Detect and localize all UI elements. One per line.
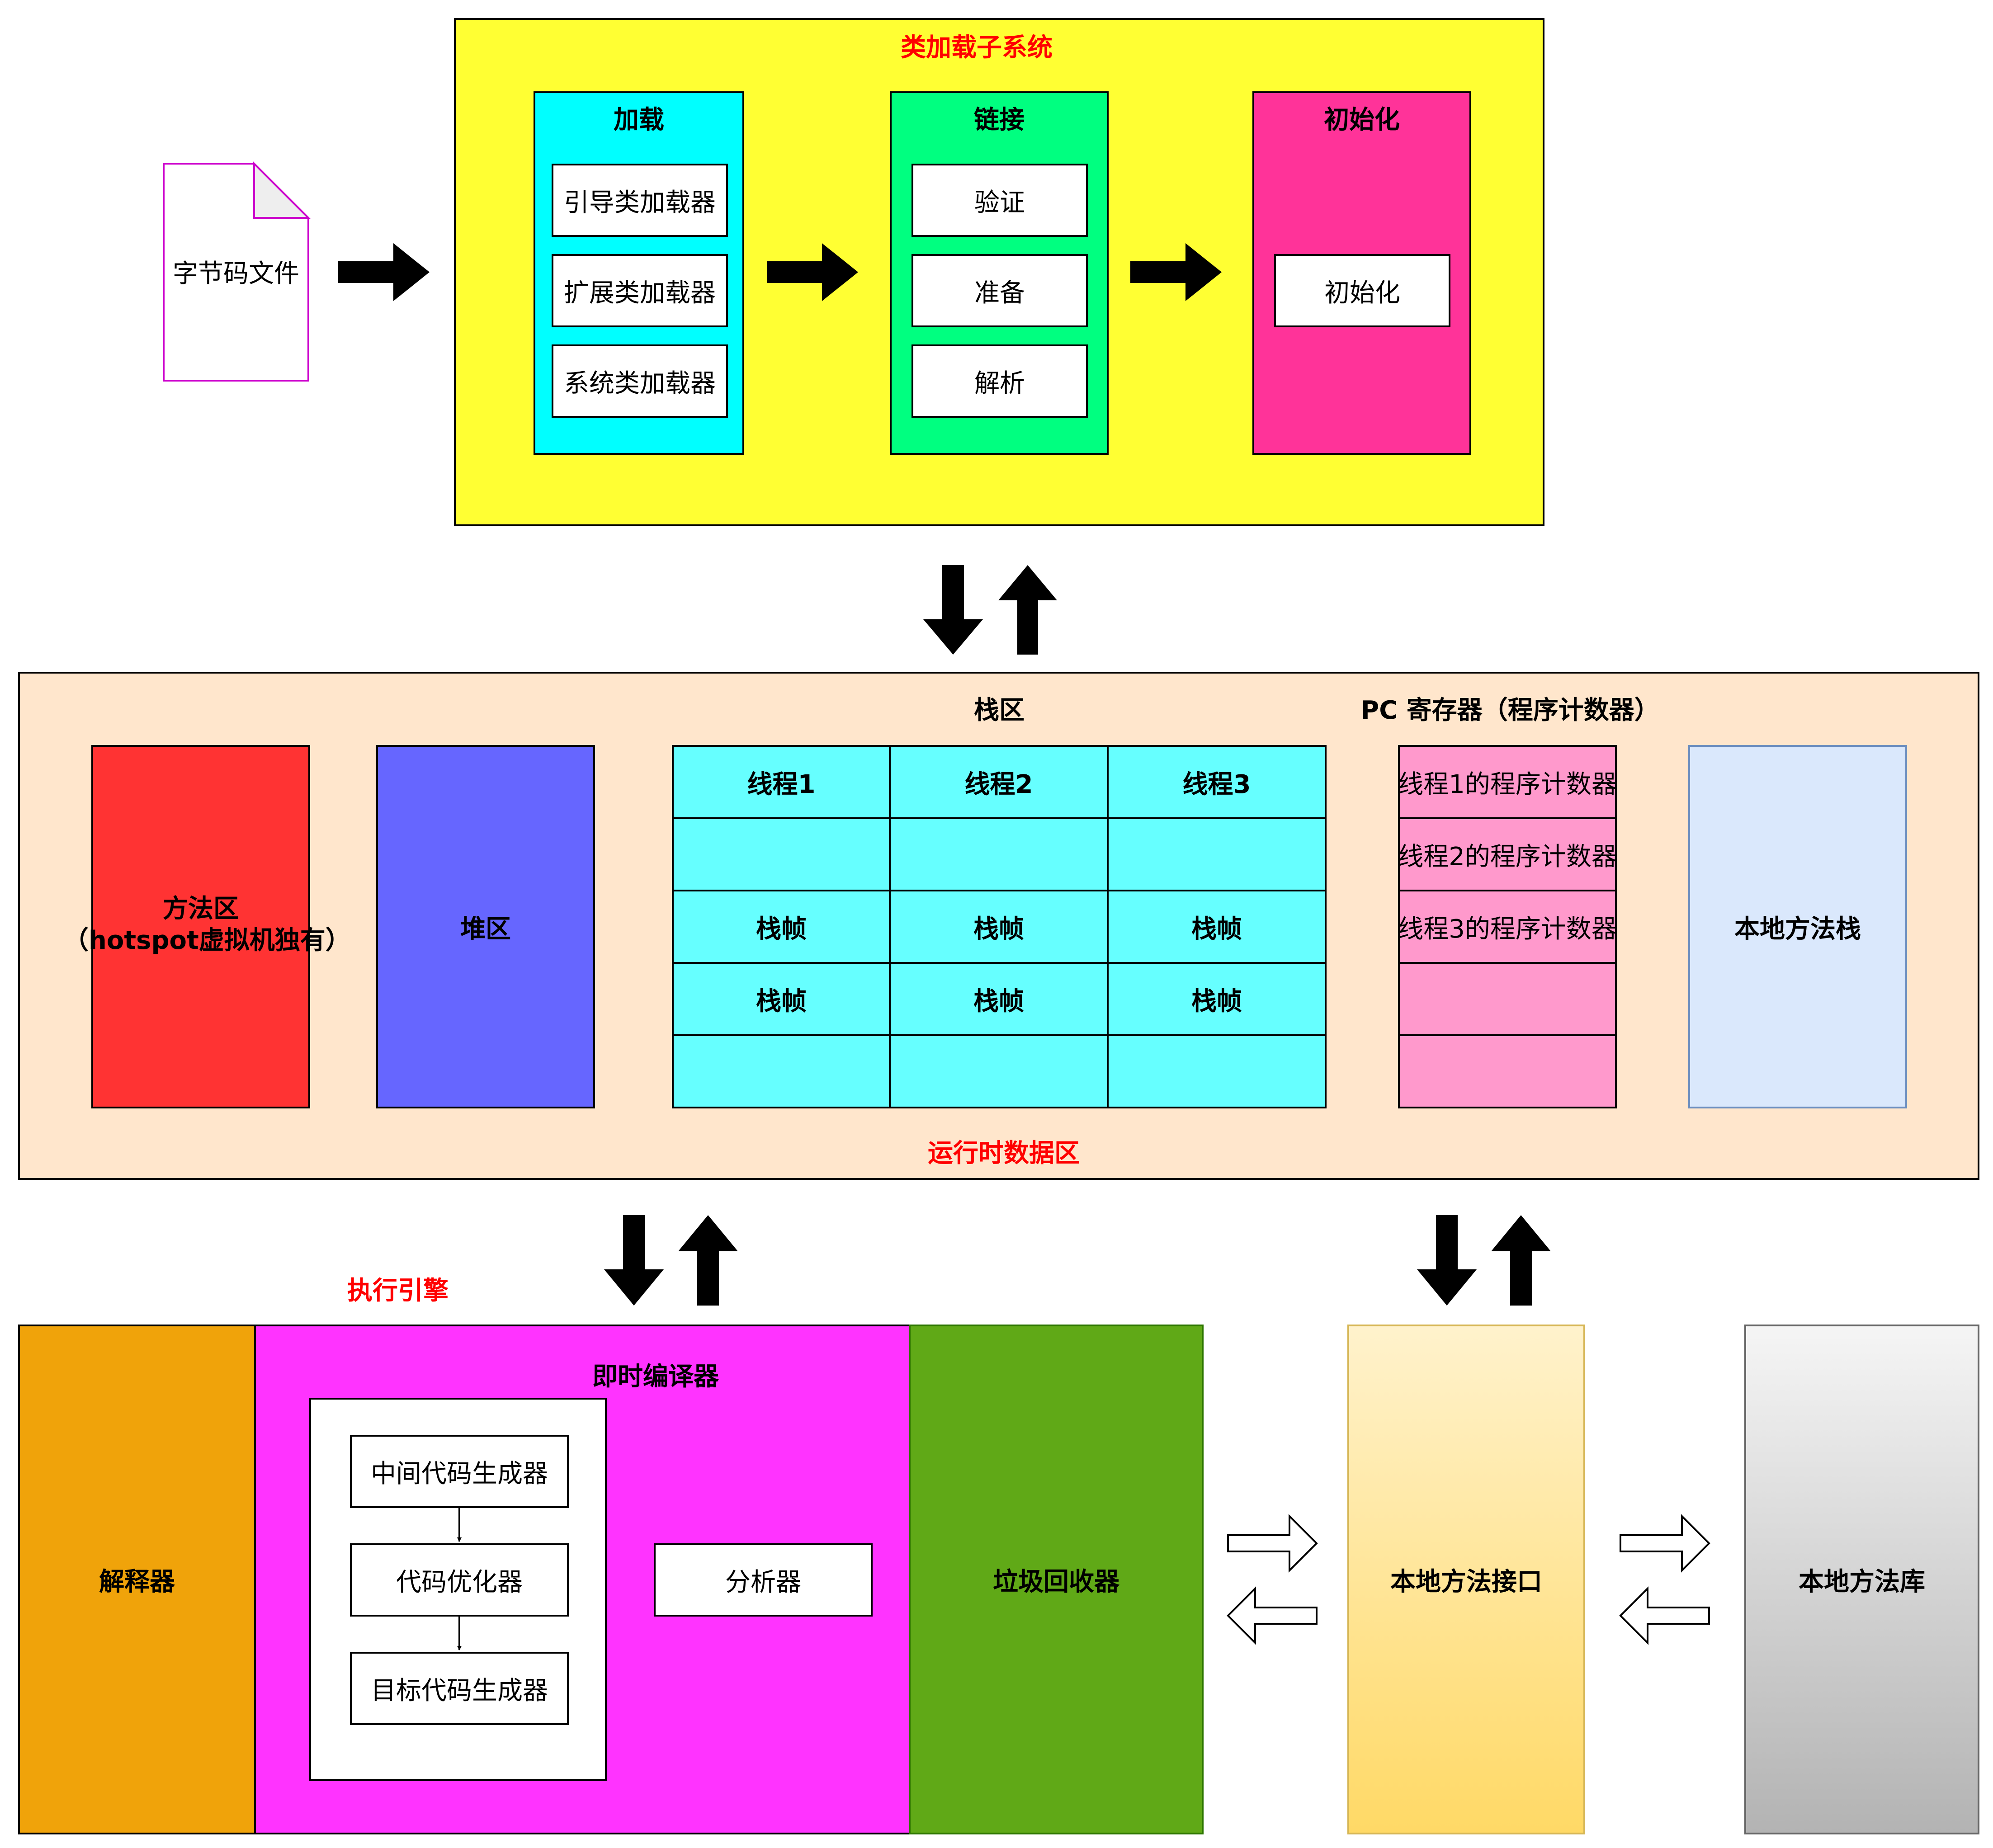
stack-cell [672,817,891,891]
class-loader-title: 类加载子系统 [901,33,1053,62]
bootstrap-class-loader: 引导类加载器 [552,164,728,237]
stack-frame: 栈帧 [1107,962,1327,1036]
system-class-loader: 系统类加载器 [552,344,728,418]
pc-register-item: 线程2的程序计数器 [1398,817,1617,891]
bytecode-file-label: 字节码文件 [173,259,299,288]
stack-header-thread3: 线程3 [1107,745,1327,819]
stack-header-thread2: 线程2 [889,745,1109,819]
jit-compiler-title: 即时编译器 [592,1362,719,1391]
verify-step: 验证 [911,164,1088,237]
arrow-right-icon [338,243,430,301]
stack-frame: 栈帧 [889,890,1109,964]
code-optimizer: 代码优化器 [350,1543,569,1617]
method-area-line1: 方法区 [163,894,239,924]
stack-cell [889,1034,1109,1108]
heap-label: 堆区 [460,914,511,944]
stack-area-title: 栈区 [974,695,1025,725]
pc-register-item [1398,1034,1617,1108]
intermediate-code-generator: 中间代码生成器 [350,1435,569,1508]
initialization-title: 初始化 [1324,105,1400,135]
garbage-collector-label: 垃圾回收器 [993,1567,1119,1597]
stack-header-thread1: 线程1 [672,745,891,819]
native-method-stack-label: 本地方法栈 [1734,914,1861,944]
analyzer: 分析器 [654,1543,873,1617]
stack-cell [889,817,1109,891]
pc-register-item: 线程3的程序计数器 [1398,890,1617,964]
arrow-up-icon [1491,1215,1551,1306]
method-area-label: 方法区 （hotspot虚拟机独有） [63,893,351,957]
method-area [91,745,310,1108]
arrow-left-outline-icon [1619,1586,1710,1645]
interpreter: 解释器 [18,1325,256,1834]
garbage-collector: 垃圾回收器 [909,1325,1204,1834]
arrow-left-outline-icon [1227,1586,1318,1645]
pc-register-item [1398,962,1617,1036]
pc-register-item: 线程1的程序计数器 [1398,745,1617,819]
target-code-generator: 目标代码生成器 [350,1652,569,1725]
heap-area: 堆区 [376,745,595,1108]
resolve-step: 解析 [911,344,1088,418]
arrow-down-icon [923,565,983,655]
stack-cell [1107,1034,1327,1108]
method-area-line2: （hotspot虚拟机独有） [63,926,351,955]
execution-engine-title: 执行引擎 [347,1276,449,1306]
arrow-right-outline-icon [1227,1514,1318,1573]
stack-cell [1107,817,1327,891]
arrow-down-icon [604,1215,664,1306]
stack-frame: 栈帧 [889,962,1109,1036]
prepare-step: 准备 [911,254,1088,327]
extension-class-loader: 扩展类加载器 [552,254,728,327]
native-method-library: 本地方法库 [1744,1325,1979,1834]
native-method-stack: 本地方法栈 [1688,745,1907,1108]
linking-title: 链接 [974,105,1025,135]
stack-frame: 栈帧 [1107,890,1327,964]
native-method-interface: 本地方法接口 [1347,1325,1585,1834]
pc-register-title: PC 寄存器（程序计数器） [1360,695,1660,725]
arrow-right-outline-icon [1620,1514,1710,1573]
initialization-step: 初始化 [1274,254,1450,327]
interpreter-label: 解释器 [99,1567,175,1597]
arrow-up-icon [678,1215,738,1306]
native-method-library-label: 本地方法库 [1799,1567,1925,1597]
stack-frame: 栈帧 [672,890,891,964]
arrow-down-icon [1417,1215,1477,1306]
stack-frame: 栈帧 [672,962,891,1036]
arrow-up-icon [998,565,1057,655]
stack-cell [672,1034,891,1108]
runtime-data-area-title: 运行时数据区 [928,1138,1080,1168]
native-method-interface-label: 本地方法接口 [1390,1567,1542,1597]
loading-title: 加载 [614,105,664,135]
